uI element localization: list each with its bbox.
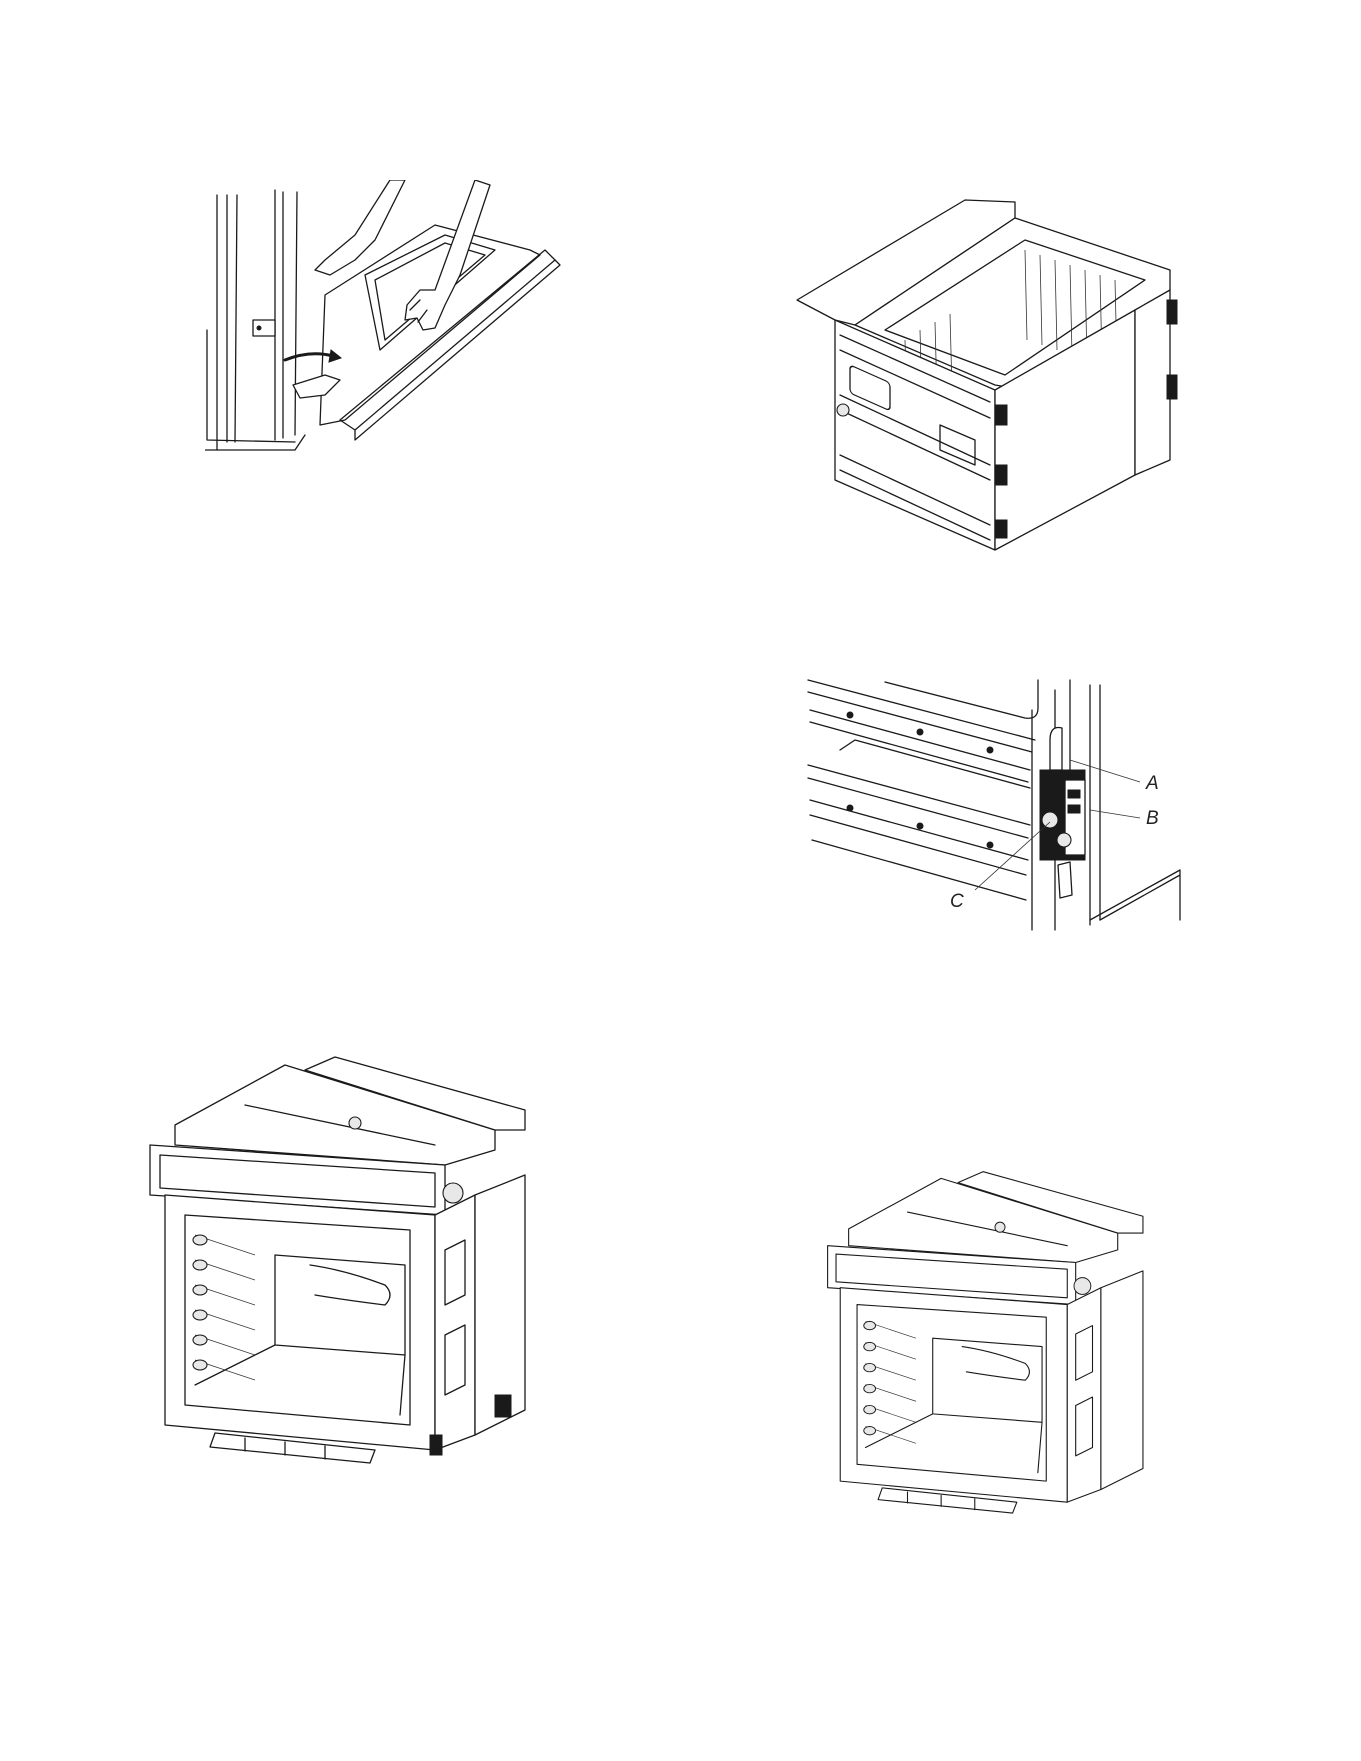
- oven-chassis-illustration: [795, 190, 1185, 570]
- callout-b-leader: [1090, 810, 1140, 818]
- oven-front-small-figure: [820, 1170, 1180, 1540]
- callout-c-leader: [975, 822, 1050, 890]
- door-lift-off-illustration: [205, 180, 565, 460]
- oven-front-illustration: [820, 1170, 1180, 1540]
- oven-front-illustration: [145, 1055, 565, 1495]
- callout-a: A: [1145, 773, 1159, 794]
- door-removal-figure: [205, 180, 565, 460]
- oven-front-large-figure: [145, 1055, 565, 1495]
- oven-chassis-figure: [795, 190, 1185, 570]
- callout-b: B: [1146, 808, 1159, 829]
- hinge-detail-illustration: A B C: [800, 670, 1190, 940]
- hinge-detail-figure: A B C: [800, 670, 1190, 940]
- callout-c: C: [950, 891, 964, 912]
